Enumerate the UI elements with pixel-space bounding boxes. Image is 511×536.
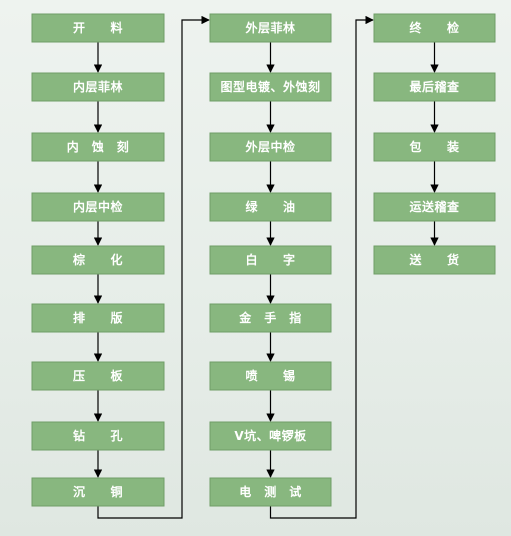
step-box-col3-1: 终 检 (373, 13, 496, 43)
step-label: 白 字 (245, 252, 295, 267)
step-label: 内层中检 (73, 199, 123, 214)
step-label: 沉 铜 (73, 484, 123, 499)
step-box-col2-7: 喷 锡 (209, 361, 332, 391)
step-label: 送 货 (408, 252, 459, 267)
step-box-bg (209, 303, 332, 333)
step-box-bg (209, 132, 332, 162)
step-box-col1-1: 开 料 (31, 13, 165, 43)
step-label: 包 装 (408, 139, 459, 154)
step-box-bg (31, 477, 165, 507)
step-box-bg (31, 13, 165, 43)
step-label: 内 蚀 刻 (67, 139, 130, 154)
step-box-col2-5: 白 字 (209, 245, 332, 275)
step-box-bg (373, 192, 496, 222)
step-label: 电 测 试 (239, 484, 302, 499)
step-label: 外层中检 (245, 139, 295, 154)
step-box-col3-3: 包 装 (373, 132, 496, 162)
step-box-bg (209, 245, 332, 275)
step-box-col2-1: 外层菲林 (209, 13, 332, 43)
step-box-col2-9: 电 测 试 (209, 477, 332, 507)
step-box-col3-4: 运送稽查 (373, 192, 496, 222)
step-label: 终 检 (409, 20, 459, 35)
step-box-bg (373, 245, 496, 275)
step-label: V坑、啤锣板 (234, 428, 307, 443)
step-box-bg (373, 132, 496, 162)
step-label: 外层菲林 (245, 20, 295, 35)
step-box-col2-2: 图型电镀、外蚀刻 (209, 72, 332, 102)
step-box-col1-4: 内层中检 (31, 192, 165, 222)
step-box-bg (31, 192, 165, 222)
step-label: 喷 锡 (245, 368, 295, 383)
step-box-bg (373, 72, 496, 102)
step-label: 图型电镀、外蚀刻 (220, 79, 320, 94)
step-box-col1-2: 内层菲林 (31, 72, 165, 102)
step-box-bg (209, 477, 332, 507)
step-label: 运送稽查 (409, 199, 460, 214)
step-box-col2-8: V坑、啤锣板 (209, 421, 332, 451)
step-label: 开 料 (73, 20, 123, 35)
connector-col1-to-col2 (97, 15, 210, 519)
step-label: 钻 孔 (73, 428, 123, 443)
step-box-bg (209, 361, 332, 391)
step-box-bg (31, 245, 165, 275)
flow-connectors (93, 15, 439, 519)
connector-col2-to-col3 (269, 15, 374, 519)
step-box-col3-5: 送 货 (373, 245, 496, 275)
step-box-col1-8: 钻 孔 (31, 421, 165, 451)
step-box-col2-4: 绿 油 (209, 192, 332, 222)
step-box-bg (31, 361, 165, 391)
step-box-bg (209, 192, 332, 222)
step-box-bg (209, 421, 332, 451)
step-box-col1-3: 内 蚀 刻 (31, 132, 165, 162)
step-box-bg (209, 13, 332, 43)
step-box-col1-9: 沉 铜 (31, 477, 165, 507)
step-label: 内层菲林 (73, 79, 123, 94)
step-box-bg (31, 72, 165, 102)
step-box-bg (31, 132, 165, 162)
step-label: 金 手 指 (238, 310, 302, 325)
step-label: 绿 油 (245, 199, 295, 214)
step-box-bg (31, 421, 165, 451)
step-box-bg (209, 72, 332, 102)
step-box-col2-3: 外层中检 (209, 132, 332, 162)
step-box-col3-2: 最后稽查 (373, 72, 496, 102)
step-box-bg (373, 13, 496, 43)
step-box-col1-5: 棕 化 (31, 245, 165, 275)
step-label: 最后稽查 (409, 79, 460, 94)
step-box-col1-6: 排 版 (31, 303, 165, 333)
step-label: 棕 化 (72, 252, 123, 267)
step-box-col1-7: 压 板 (31, 361, 165, 391)
step-box-bg (31, 303, 165, 333)
step-label: 排 版 (73, 310, 123, 325)
step-label: 压 板 (73, 368, 124, 383)
step-box-col2-6: 金 手 指 (209, 303, 332, 333)
